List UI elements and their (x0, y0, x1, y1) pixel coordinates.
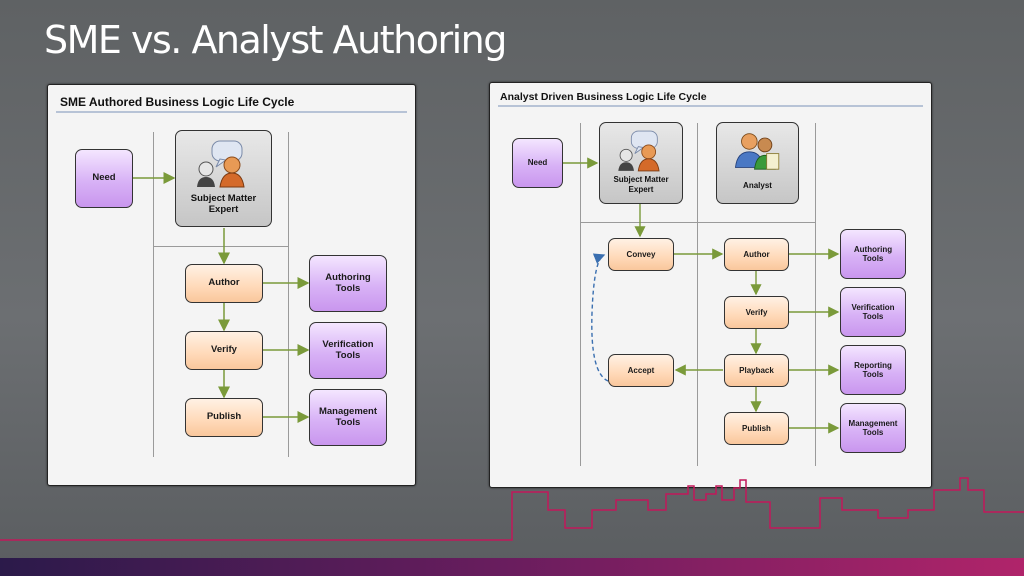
publish-step: Publish (185, 398, 263, 437)
analyst-role-label: Analyst (743, 181, 772, 190)
lane-divider (580, 222, 816, 223)
panel-title: Analyst Driven Business Logic Life Cycle (500, 91, 707, 103)
city-skyline-decoration (0, 477, 1024, 541)
verify-step: Verify (724, 296, 789, 329)
sme-lifecycle-panel: SME Authored Business Logic Life Cycle N… (47, 84, 416, 486)
management-tools-box: Management Tools (309, 389, 387, 446)
sme-role-label: Subject Matter Expert (613, 175, 669, 194)
panel-title: SME Authored Business Logic Life Cycle (60, 95, 295, 109)
person-speech-icon (618, 130, 660, 172)
playback-step: Playback (724, 354, 789, 387)
analyst-lifecycle-panel: Analyst Driven Business Logic Life Cycle (489, 82, 932, 488)
author-step: Author (724, 238, 789, 271)
need-box: Need (75, 149, 133, 208)
authoring-tools-box: Authoring Tools (309, 255, 387, 312)
title-divider (498, 105, 923, 107)
need-box: Need (512, 138, 563, 188)
return-arrow-accept-to-convey (591, 253, 609, 382)
verify-step: Verify (185, 331, 263, 370)
lane-divider (153, 246, 289, 247)
person-speech-icon (197, 140, 245, 188)
lane-line-1 (580, 123, 581, 466)
author-step: Author (185, 264, 263, 303)
lane-line-left (153, 132, 154, 457)
sme-role-box: Subject Matter Expert (599, 122, 683, 204)
bottom-accent-bar (0, 558, 1024, 576)
right-flow-arrows (563, 157, 840, 434)
lane-line-2 (697, 123, 698, 466)
authoring-tools-box: Authoring Tools (840, 229, 906, 279)
lane-line-3 (815, 123, 816, 466)
publish-step: Publish (724, 412, 789, 445)
management-tools-box: Management Tools (840, 403, 906, 453)
left-flow-arrows (133, 172, 310, 423)
reporting-tools-box: Reporting Tools (840, 345, 906, 395)
sme-role-label: Subject Matter Expert (190, 193, 257, 216)
verification-tools-box: Verification Tools (309, 322, 387, 379)
convey-step: Convey (608, 238, 674, 271)
analyst-role-box: Analyst (716, 122, 799, 204)
sme-role-box: Subject Matter Expert (175, 130, 272, 227)
lane-line-right (288, 132, 289, 457)
accept-step: Accept (608, 354, 674, 387)
analyst-people-icon (734, 133, 780, 170)
verification-tools-box: Verification Tools (840, 287, 906, 337)
title-divider (56, 111, 407, 113)
slide-title: SME vs. Analyst Authoring (44, 18, 507, 62)
